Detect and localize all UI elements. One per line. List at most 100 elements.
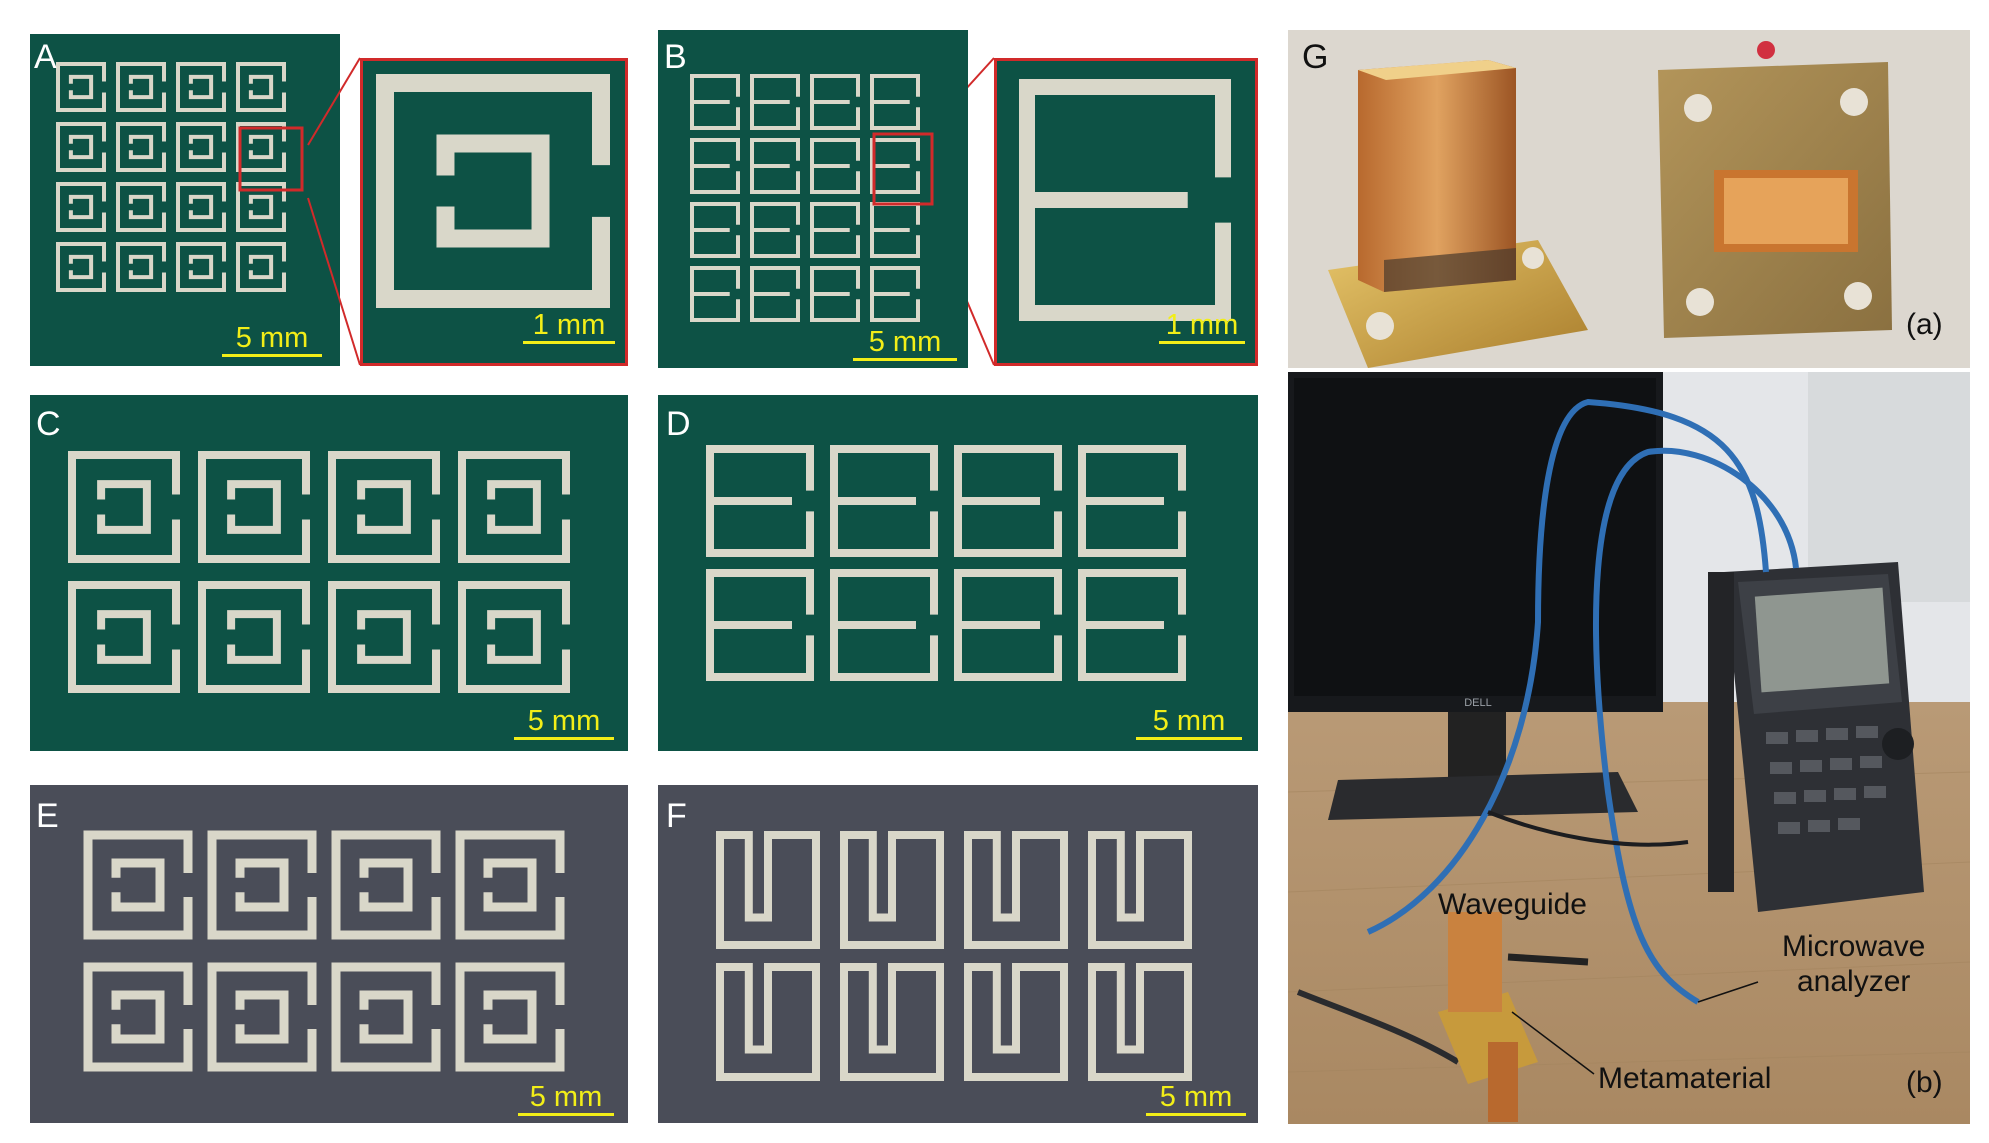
e-resonator-array-2x4-photo [658, 395, 1258, 751]
srr-unit-cell [236, 242, 286, 292]
e-unit-cell [810, 266, 860, 322]
e-unit-cell [750, 138, 800, 194]
scale-bar-line [514, 737, 614, 740]
scale-bar-line [1136, 737, 1242, 740]
e-unit-cell [690, 138, 740, 194]
srr-unit-cell [331, 962, 441, 1072]
w-unit-cell [964, 963, 1068, 1081]
scale-bar-line [518, 1113, 614, 1116]
e-unit-cell [810, 138, 860, 194]
srr-unit-cell [331, 830, 441, 940]
scale-bar: 5 mm [853, 328, 957, 361]
panel-label: C [36, 405, 61, 443]
e-unit-cell-large [1019, 79, 1231, 321]
e-resonator-array-4x4-photo [658, 30, 968, 368]
panel-g-waveguide-photo: G (a) [1288, 30, 1970, 368]
srr-unit-cell [68, 451, 180, 563]
measurement-setup-scene: DELL [1288, 372, 1970, 1124]
scale-bar-line [853, 358, 957, 361]
panel-a-inset-zoom: 1 mm [360, 58, 628, 366]
srr-unit-cell [328, 581, 440, 693]
panel-f-photo: F 5 mm [658, 785, 1258, 1123]
e-unit-cell [954, 569, 1062, 681]
e-unit-cell [1078, 445, 1186, 557]
scale-bar-label: 5 mm [235, 322, 309, 354]
w-unit-cell [716, 831, 820, 949]
srr-unit-cell [116, 62, 166, 112]
w-unit-cell [840, 831, 944, 949]
zoom-region-box [872, 132, 934, 206]
w-resonator-array-grey-photo [658, 785, 1258, 1123]
scale-bar: 5 mm [518, 1083, 614, 1116]
srr-unit-cell-large [376, 74, 610, 308]
srr-unit-cell [56, 62, 106, 112]
monitor-brand-text: DELL [1464, 697, 1492, 709]
scale-bar: 5 mm [1136, 707, 1242, 740]
e-unit-cell [706, 445, 814, 557]
panel-label: A [34, 38, 57, 76]
srr-array-2x4-photo [30, 395, 628, 751]
e-unit-cell [870, 266, 920, 322]
e-unit-cell [810, 74, 860, 130]
scale-bar: 1 mm [523, 309, 615, 344]
zoom-region-box [238, 126, 304, 192]
srr-unit-cell [83, 830, 193, 940]
srr-unit-cell [458, 451, 570, 563]
panel-label: G [1302, 38, 1329, 76]
scale-bar-label: 1 mm [1165, 309, 1239, 341]
e-unit-cell-zoom [997, 61, 1255, 363]
scale-bar: 5 mm [222, 322, 322, 357]
scale-bar-line [1159, 341, 1245, 344]
srr-unit-cell [116, 242, 166, 292]
e-unit-cell [690, 202, 740, 258]
srr-unit-cell [56, 122, 106, 172]
e-unit-cell [954, 445, 1062, 557]
srr-unit-cell [328, 451, 440, 563]
e-unit-cell [830, 445, 938, 557]
panel-label: E [36, 797, 59, 835]
e-unit-cell [870, 138, 920, 194]
scale-bar-line [1146, 1113, 1246, 1116]
annotation-microwave-analyzer-text: Microwave analyzer [1782, 930, 1926, 998]
srr-unit-cell [455, 962, 565, 1072]
scale-bar-line [523, 341, 615, 344]
panel-label: F [666, 797, 687, 835]
e-unit-cell [1078, 569, 1186, 681]
srr-unit-cell [83, 962, 193, 1072]
e-unit-cell [830, 569, 938, 681]
brass-waveguide-adapters [1288, 30, 1970, 368]
scale-bar: 1 mm [1159, 309, 1245, 344]
srr-unit-cell [116, 182, 166, 232]
srr-unit-cell [236, 182, 286, 232]
annotation-metamaterial: Metamaterial [1598, 1062, 1772, 1095]
e-unit-cell [870, 202, 920, 258]
w-unit-cell [1088, 963, 1192, 1081]
w-unit-cell [964, 831, 1068, 949]
panel-label: D [666, 405, 691, 443]
panel-b-inset-zoom: 1 mm [994, 58, 1258, 366]
e-unit-cell [870, 74, 920, 130]
e-unit-cell [690, 74, 740, 130]
srr-unit-cell [56, 242, 106, 292]
scale-bar-label: 1 mm [532, 309, 606, 341]
srr-unit-cell [176, 182, 226, 232]
e-unit-cell [810, 202, 860, 258]
srr-unit-cell [56, 182, 106, 232]
scale-bar-label: 5 mm [527, 705, 601, 737]
scale-bar: 5 mm [514, 705, 614, 740]
w-unit-cell [716, 963, 820, 1081]
srr-unit-cell [116, 122, 166, 172]
panel-d-photo: D 5 mm [658, 395, 1258, 751]
panel-label: B [664, 38, 687, 76]
panel-b-photo: B 5 mm [658, 30, 968, 368]
w-unit-cell [1088, 831, 1192, 949]
srr-array-grey-photo [30, 785, 628, 1123]
srr-unit-cell [176, 62, 226, 112]
srr-unit-cell [176, 242, 226, 292]
sub-label-b: (b) [1906, 1066, 1943, 1099]
e-unit-cell [706, 569, 814, 681]
srr-unit-cell [236, 62, 286, 112]
e-unit-cell [750, 202, 800, 258]
annotation-microwave-analyzer: Microwave analyzer [1782, 930, 1925, 999]
srr-unit-cell [458, 581, 570, 693]
